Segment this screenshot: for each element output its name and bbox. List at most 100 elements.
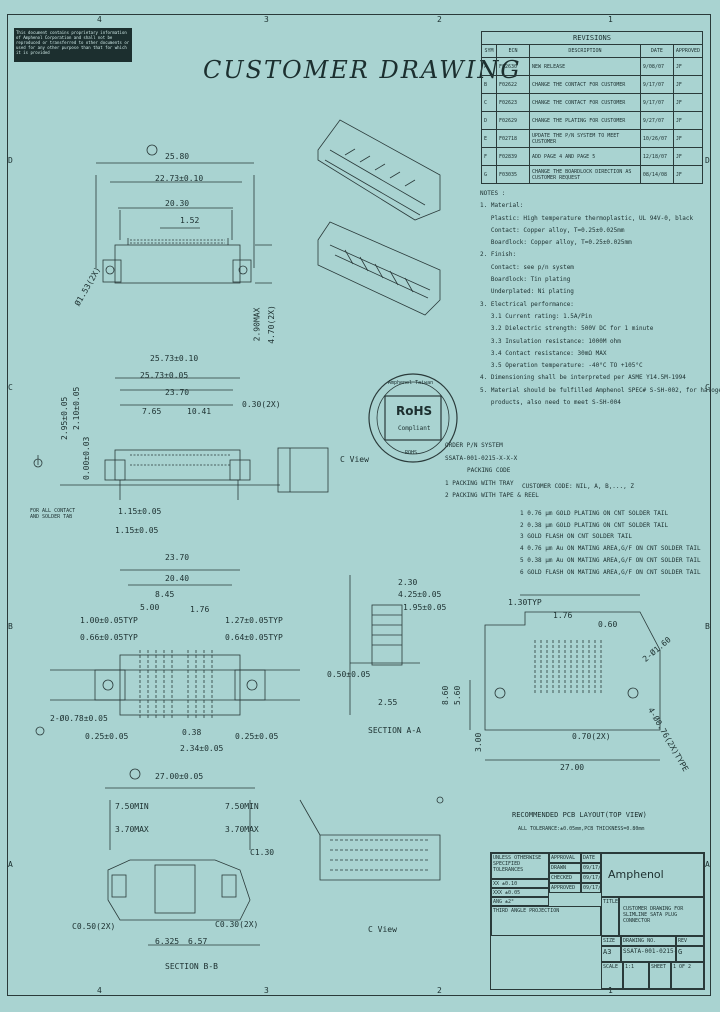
top-view [95, 144, 272, 284]
revision-cell: F02622 [496, 75, 530, 94]
dim-top-small: 1.52 [180, 216, 200, 225]
dim-top-inner: 20.30 [165, 199, 190, 208]
note-line: 3. Electrical performance: [480, 300, 574, 308]
plating-2: 2 0.38 μm GOLD PLATING ON CNT SOLDER TAI… [520, 521, 669, 529]
order-system: ORDER P/N SYSTEM SSATA-001-0215-X-X-X PA… [445, 440, 539, 503]
border-top-2: 2 [437, 15, 442, 24]
dim-plan-g: 0.66±0.05TYP [80, 633, 138, 642]
plating-4: 4 0.76 μm Au ON MATING AREA,G/F ON CNT S… [520, 545, 701, 553]
dim-bb-h: 6.57 [188, 937, 208, 946]
plan-view [35, 569, 300, 736]
revision-cell: F02629 [496, 111, 530, 130]
drawing-title: CUSTOMER DRAWING [203, 56, 522, 84]
rohs-center: RoHS [396, 404, 433, 418]
dim-plan-j: 0.25±0.05 [85, 732, 129, 741]
pcb-layout [469, 594, 661, 761]
dim-front-c: 23.70 [165, 388, 190, 397]
note-line: Contact: see p/n system [480, 263, 574, 271]
dim-side-vert-b: 4.70(2X) [266, 305, 276, 344]
pcb-subtitle: ALL TOLERANCE:±0.05mm,PCB THICKNESS=0.80… [518, 826, 645, 832]
revision-cell: 08/14/08 [639, 165, 674, 184]
dim-plan-i: 0.64±0.05TYP [225, 633, 283, 642]
dim-left-vert-c: 0.00±0.03 [82, 436, 91, 480]
dim-left-vert-a: 2.95±0.05 [60, 396, 69, 440]
revision-cell: JF [672, 147, 704, 166]
tb-drawn: DRAWN [549, 863, 581, 873]
dim-bb-f: C0.50(2X) [72, 922, 116, 931]
border-bottom-3: 3 [264, 986, 269, 995]
revision-cell: JF [672, 129, 704, 148]
revisions-table: REVISIONS SYM ECN DESCRIPTION DATE APPRO… [481, 31, 704, 184]
dim-pcb-f: 3.00 [474, 732, 483, 752]
note-line: 3.1 Current rating: 1.5A/Pin [480, 312, 592, 320]
notes-heading: NOTES : [480, 190, 506, 197]
packing-2: 2 PACKING WITH TAPE & REEL [445, 492, 539, 499]
tb-company: Amphenol [601, 853, 704, 897]
drawing-frame [7, 14, 711, 996]
tb-title: CUSTOMER DRAWING FOR SLIMLINE SATA PLUG … [619, 897, 704, 936]
border-right-a: A [705, 860, 710, 869]
isometric-views [317, 119, 441, 316]
border-top-4: 4 [97, 15, 102, 24]
packing-1: 1 PACKING WITH TRAY [445, 479, 514, 487]
dim-aa-c: 1.95±0.05 [403, 603, 447, 612]
rohs-ring-top: Amphenol Taiwan [388, 380, 434, 386]
dim-plan-k: 0.25±0.05 [235, 732, 279, 741]
dim-plan-d: 1.76 [190, 605, 210, 614]
dim-aa-b: 2.30 [398, 578, 418, 587]
dim-pcb-e: 8.60 [441, 685, 450, 705]
dim-pcb-c: 0.60 [598, 620, 618, 629]
tb-tol-3: ANG ±2° [491, 897, 549, 906]
tb-sheet-label: SHEET [649, 962, 671, 989]
c-view-arrow-label: C View [340, 455, 369, 464]
tb-tol-1: XX ±0.10 [491, 879, 549, 888]
note-line: 2. Finish: [480, 251, 517, 259]
tb-checked: CHECKED [549, 873, 581, 883]
dim-front-h: 1.15±0.05 [115, 526, 159, 535]
dim-front-d: 7.65 [142, 407, 162, 416]
dim-plan-m: 0.38 [182, 728, 202, 737]
order-heading: ORDER P/N SYSTEM [445, 442, 503, 449]
proprietary-notice: This document contains proprietary infor… [14, 28, 132, 62]
border-bottom-2: 2 [437, 986, 442, 995]
note-line: 3.4 Contact resistance: 30mΩ MAX [480, 349, 607, 357]
rohs-ring-bottom: ROHS [405, 450, 418, 456]
border-right-d: D [705, 156, 710, 165]
dim-front-b: 25.73±0.05 [140, 371, 189, 380]
note-line: Boardlock: Tin plating [480, 276, 571, 284]
tb-dwg-label: DRAWING NO. [621, 936, 676, 946]
rohs-stamp [368, 373, 458, 463]
tb-scale: 1:1 [623, 962, 649, 989]
dim-bb-d: 3.70MAX [225, 825, 259, 834]
tb-third-angle: THIRD ANGLE PROJECTION [491, 906, 601, 936]
dim-bb-a: 7.50MIN [115, 802, 149, 811]
border-bottom-1: 1 [608, 986, 613, 995]
border-top-3: 3 [264, 15, 269, 24]
dim-plan-e: 5.00 [140, 603, 160, 612]
tb-drawn-date: 09/17/07 [581, 863, 601, 873]
section-aa-label: SECTION A-A [368, 726, 421, 735]
dim-bb-b: 7.50MIN [225, 802, 259, 811]
dim-bb-i: C0.30(2X) [215, 920, 259, 929]
border-bottom-4: 4 [97, 986, 102, 995]
tb-dwg-no: SSATA-001-0215-X-X-X [621, 946, 676, 962]
dim-top-mid: 22.73±0.10 [155, 174, 204, 183]
note-line: 4. Dimensioning shall be interpreted per… [480, 374, 686, 382]
border-left-d: D [8, 156, 13, 165]
tb-rev: G [676, 946, 704, 962]
plating-3: 3 GOLD FLASH ON CNT SOLDER TAIL [520, 533, 632, 541]
border-top-1: 1 [608, 15, 613, 24]
dim-top-overall: 25.80 [165, 152, 190, 161]
dim-pcb-d: 5.60 [453, 685, 462, 705]
section-bb-label: SECTION B-B [165, 962, 218, 971]
dim-side-vert-a: 2.90MAX [252, 307, 262, 342]
pcb-title: RECOMMENDED PCB LAYOUT(TOP VIEW) [512, 811, 647, 819]
dim-plan-h: 1.27±0.05TYP [225, 616, 283, 625]
border-left-c: C [8, 383, 13, 392]
tb-tol-2: XXX ±0.05 [491, 888, 549, 897]
note-line: Boardlock: Copper alloy, T=0.25±0.025mm [480, 239, 632, 247]
packing-heading: PACKING CODE [467, 467, 511, 474]
dim-pcb-h: 27.00 [560, 763, 585, 772]
